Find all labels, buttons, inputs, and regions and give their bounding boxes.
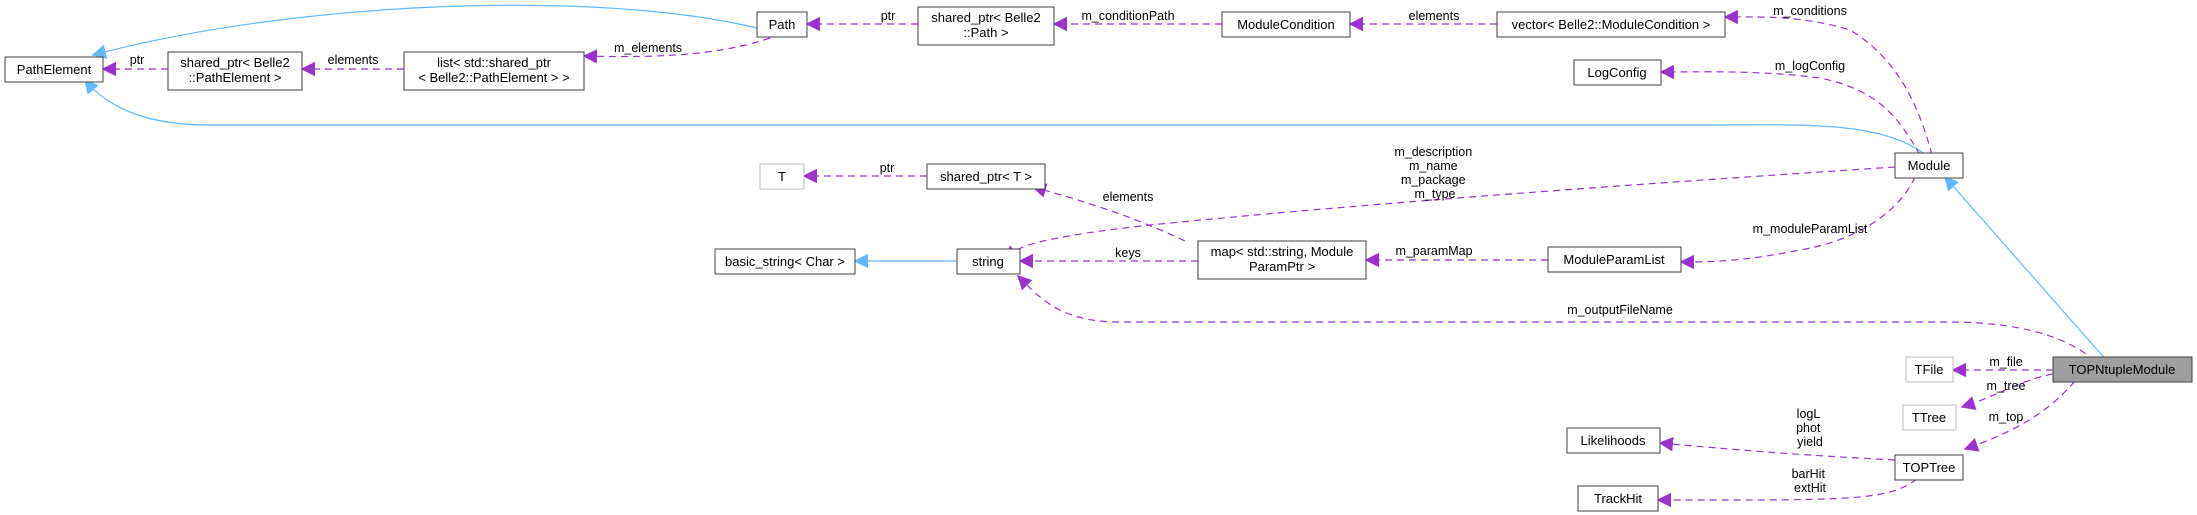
edge-use-module-to-vec [1723, 9, 1933, 156]
edge-inherit-module-to-pathelement [84, 78, 1927, 156]
node-module[interactable]: Module [1894, 152, 1964, 179]
edge-use-toptree-to-trackhit [1656, 478, 1918, 508]
node-shared-ptr-pathelement[interactable]: shared_ptr< Belle2 ::PathElement > [167, 51, 303, 91]
edge-use-map-to-spt [1031, 183, 1186, 242]
node-shared-ptr-path[interactable]: shared_ptr< Belle2 ::Path > [917, 6, 1055, 46]
svg-text:< Belle2::PathElement > >: < Belle2::PathElement > > [418, 70, 569, 85]
node-basic-string[interactable]: basic_string< Char > [714, 248, 856, 275]
edge-label-pe-spe: ptr [130, 53, 145, 67]
edge-use-path-to-list [582, 37, 771, 64]
edge-label-toptree-trackhit: barHit extHit [1792, 467, 1829, 495]
node-module-param-list[interactable]: ModuleParamList [1547, 246, 1682, 273]
edges-layer [84, 4, 2108, 508]
svg-text:TTree: TTree [1912, 410, 1946, 425]
edge-use-topntuple-to-toptree [1963, 380, 2076, 452]
svg-text:Module: Module [1908, 158, 1951, 173]
svg-text:shared_ptr< Belle2: shared_ptr< Belle2 [931, 10, 1041, 25]
edge-label-list-path: m_elements [614, 41, 682, 55]
node-map-module-param[interactable]: map< std::string, Module ParamPtr > [1197, 240, 1367, 280]
edge-use-topntuple-to-string [1016, 274, 2096, 362]
edge-label-t-spt: ptr [880, 161, 895, 175]
edge-label-sppath-path: ptr [881, 9, 896, 23]
node-ttree[interactable]: TTree [1902, 404, 1957, 431]
node-toptree[interactable]: TOPTree [1894, 454, 1964, 481]
edge-labels-layer: ptr elements m_elements ptr m_conditionP… [130, 4, 2026, 495]
svg-text:shared_ptr< Belle2: shared_ptr< Belle2 [180, 55, 290, 70]
edge-label-topntuple-toptree: m_top [1989, 410, 2024, 424]
svg-text:ModuleCondition: ModuleCondition [1237, 17, 1335, 32]
node-logconfig[interactable]: LogConfig [1573, 59, 1662, 86]
svg-text:ParamPtr >: ParamPtr > [1249, 259, 1315, 274]
nodes-layer: PathElement shared_ptr< Belle2 ::PathEle… [4, 6, 2193, 512]
svg-text:T: T [778, 169, 786, 184]
svg-text:vector< Belle2::ModuleConditio: vector< Belle2::ModuleCondition > [1512, 17, 1711, 32]
edge-label-map-spt: elements [1103, 190, 1154, 204]
svg-text:ModuleParamList: ModuleParamList [1563, 252, 1665, 267]
node-likelihoods[interactable]: Likelihoods [1566, 427, 1661, 454]
edge-label-module-mpl: m_moduleParamList [1753, 222, 1868, 236]
edge-use-module-to-string [1003, 166, 1896, 259]
node-path[interactable]: Path [756, 11, 808, 38]
edge-label-module-vec: m_conditions [1773, 4, 1847, 18]
edge-label-topntuple-ttree: m_tree [1987, 379, 2026, 393]
svg-text:::Path >: ::Path > [963, 25, 1008, 40]
node-shared-ptr-t[interactable]: shared_ptr< T > [926, 163, 1046, 190]
svg-text:Likelihoods: Likelihoods [1580, 433, 1646, 448]
node-topntuple-module[interactable]: TOPNtupleModule [2052, 356, 2193, 383]
svg-text:basic_string< Char >: basic_string< Char > [725, 254, 845, 269]
svg-text:Path: Path [769, 17, 796, 32]
edge-label-topntuple-tfile: m_file [1989, 355, 2022, 369]
svg-text:TrackHit: TrackHit [1594, 491, 1642, 506]
node-tfile[interactable]: TFile [1905, 356, 1954, 383]
node-string[interactable]: string [956, 248, 1021, 275]
svg-text:TFile: TFile [1915, 362, 1944, 377]
svg-text:shared_ptr< T >: shared_ptr< T > [940, 169, 1032, 184]
svg-text:TOPTree: TOPTree [1903, 460, 1956, 475]
edge-label-map-string: keys [1115, 246, 1141, 260]
node-list-shared-ptr[interactable]: list< std::shared_ptr < Belle2::PathElem… [403, 51, 585, 91]
edge-label-vec-mc: elements [1409, 9, 1460, 23]
edge-label-mc-sppath: m_conditionPath [1081, 9, 1174, 23]
edge-label-toptree-likelihoods: logL phot yield [1796, 407, 1824, 449]
node-t[interactable]: T [759, 163, 805, 190]
node-module-condition[interactable]: ModuleCondition [1221, 11, 1351, 38]
svg-text:map< std::string, Module: map< std::string, Module [1211, 244, 1354, 259]
node-trackhit[interactable]: TrackHit [1577, 485, 1659, 512]
svg-text:TOPNtupleModule: TOPNtupleModule [2069, 362, 2176, 377]
edge-use-toptree-to-likelihoods [1658, 436, 1896, 461]
edge-inherit-topntuple-to-module [1944, 175, 2108, 362]
edge-label-topntuple-string: m_outputFileName [1567, 303, 1673, 317]
edge-inherit-path-to-pathelement [91, 4, 758, 59]
edge-use-module-to-mpl [1679, 176, 1916, 270]
edge-label-mpl-map: m_paramMap [1395, 244, 1472, 258]
edge-label-module-string: m_description m_name m_package m_type [1394, 145, 1475, 201]
edge-label-spe-list: elements [328, 53, 379, 67]
edge-label-module-logconfig: m_logConfig [1775, 59, 1845, 73]
svg-text:string: string [972, 254, 1004, 269]
svg-text:list< std::shared_ptr: list< std::shared_ptr [437, 55, 551, 70]
svg-text:::PathElement >: ::PathElement > [189, 70, 282, 85]
node-pathelement[interactable]: PathElement [4, 56, 104, 83]
edge-use-topntuple-to-ttree [1960, 373, 2054, 410]
svg-text:PathElement: PathElement [17, 62, 92, 77]
svg-text:LogConfig: LogConfig [1587, 65, 1646, 80]
edge-use-module-to-logconfig [1659, 64, 1921, 156]
node-vector-module-condition[interactable]: vector< Belle2::ModuleCondition > [1496, 11, 1726, 38]
